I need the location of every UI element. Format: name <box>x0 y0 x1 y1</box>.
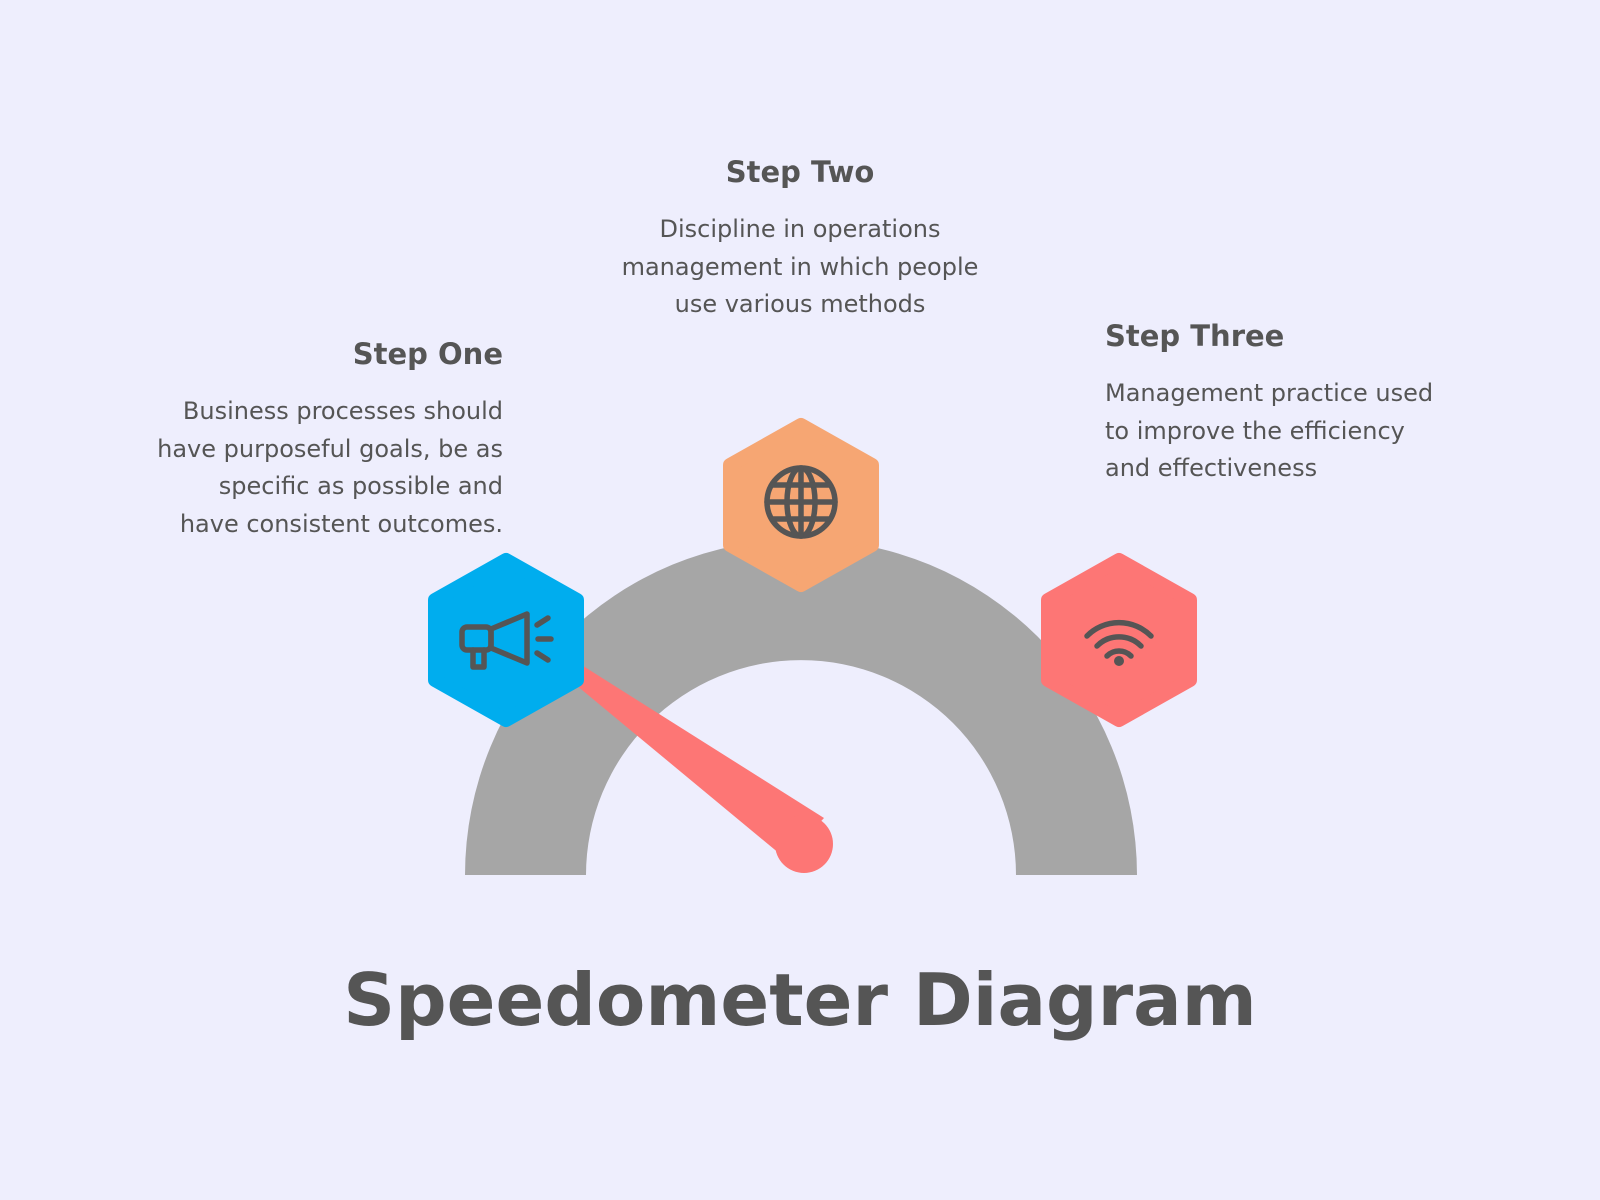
step-two-hexagon <box>723 418 879 592</box>
step-three-hexagon <box>1041 553 1197 727</box>
step-three-title: Step Three <box>1105 319 1285 353</box>
hexagon-shape <box>428 553 584 727</box>
wifi-icon <box>1084 619 1154 666</box>
step-one-description: Business processes should have purposefu… <box>157 397 503 538</box>
step-one-title: Step One <box>352 337 503 371</box>
gauge-arc <box>465 539 1137 875</box>
step-two-block: Step Two Discipline in operations manage… <box>575 154 1025 324</box>
step-one-hexagon <box>428 553 584 727</box>
hexagon-shape <box>1041 553 1197 727</box>
step-three-block: Step Three Management practice used to i… <box>1105 318 1505 488</box>
step-two-title: Step Two <box>725 155 875 189</box>
step-two-description: Discipline in operations management in w… <box>621 215 979 318</box>
megaphone-icon <box>459 611 554 670</box>
gauge-needle <box>570 664 833 873</box>
page-title: Speedometer Diagram <box>343 958 1257 1042</box>
step-one-block: Step One Business processes should have … <box>120 336 503 543</box>
step-three-description: Management practice used to improve the … <box>1105 379 1434 482</box>
globe-icon <box>764 465 838 539</box>
